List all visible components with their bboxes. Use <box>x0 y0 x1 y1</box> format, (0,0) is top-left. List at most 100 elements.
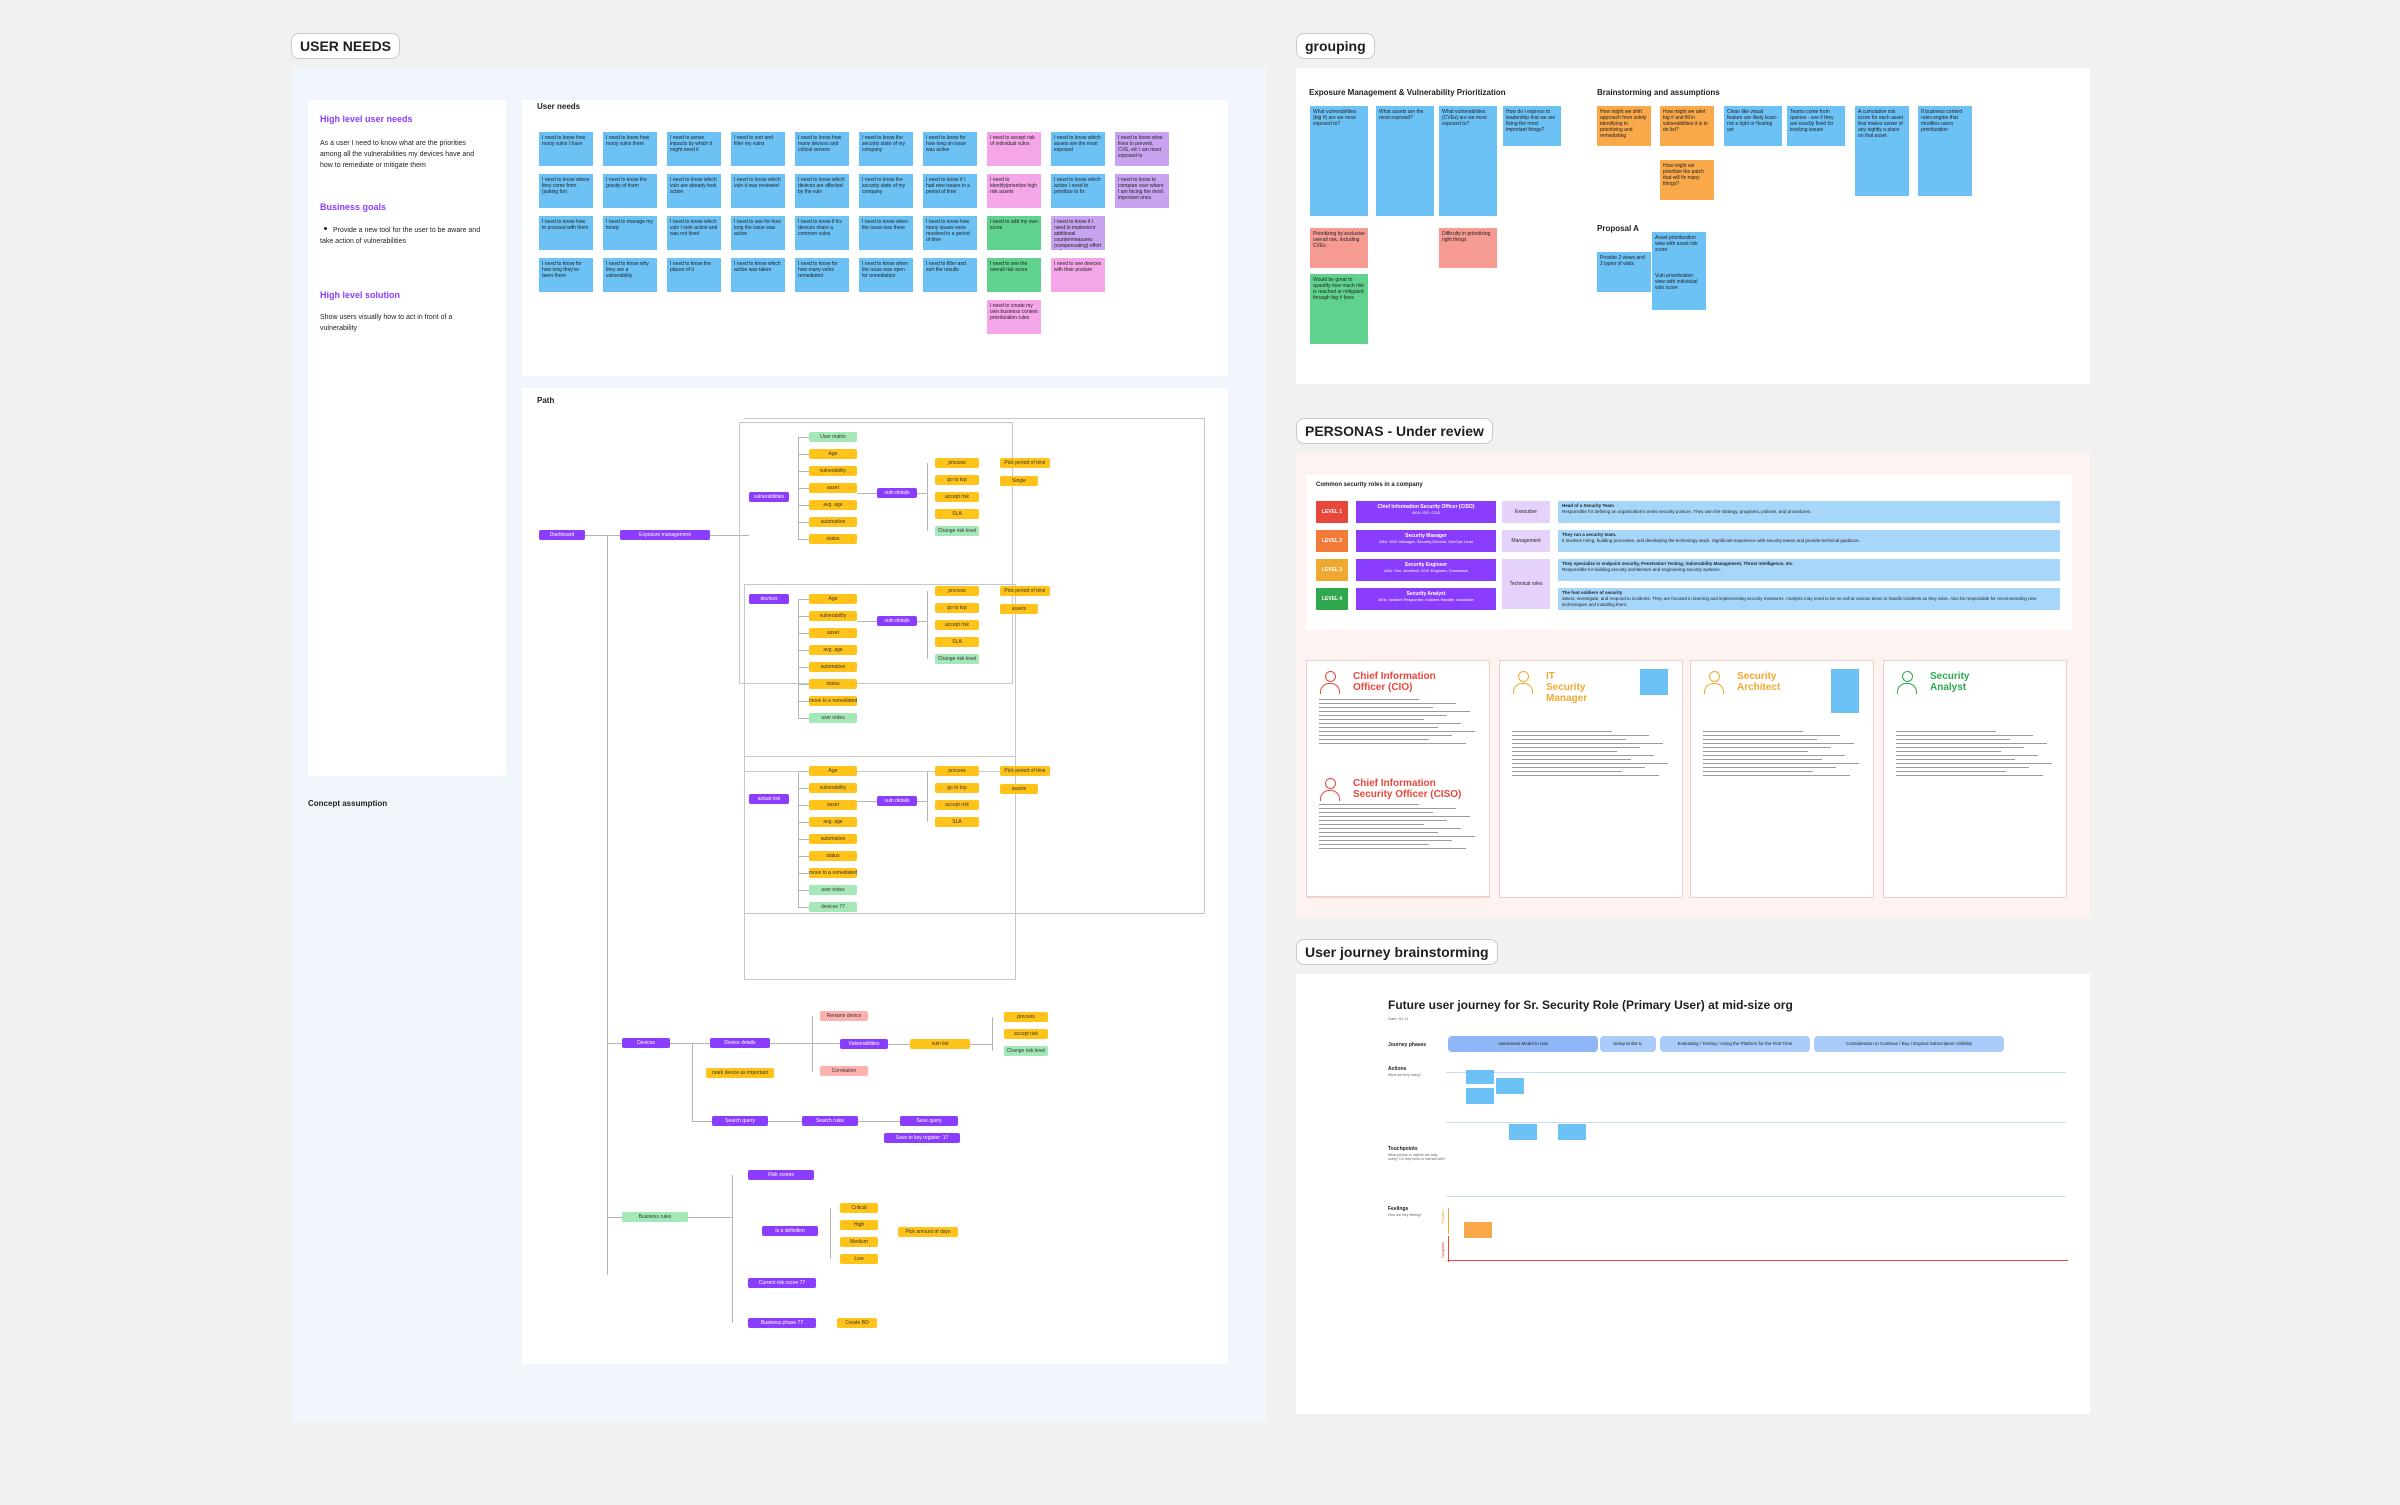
path-node-action[interactable]: accept risk <box>935 492 979 502</box>
path-node-mark-important[interactable]: mark device as important <box>706 1068 774 1078</box>
user-need-sticky[interactable]: I need to know which vuln it was reviewe… <box>731 174 785 208</box>
journey-feeling-sticky[interactable] <box>1464 1222 1492 1238</box>
path-node-attribute[interactable]: devices 77 <box>809 902 857 912</box>
grouping-sticky[interactable]: Clean like visual feature are likely lea… <box>1724 106 1782 146</box>
path-node-vuln-details[interactable]: vuln details <box>877 796 917 806</box>
path-node-business-rules[interactable]: Business rules <box>622 1212 688 1222</box>
persona-note[interactable] <box>1831 669 1859 713</box>
path-node-device-action[interactable]: Change risk level <box>1004 1046 1048 1056</box>
path-node-pick-days[interactable]: Pick amount of days <box>898 1227 958 1237</box>
path-node-risk-level[interactable]: Medium <box>840 1237 878 1247</box>
user-need-sticky[interactable]: I need to know the gravity of them <box>603 174 657 208</box>
path-node-attribute[interactable]: status <box>809 851 857 861</box>
grouping-sticky[interactable]: How do I express to leadership that we a… <box>1503 106 1561 146</box>
path-node-action[interactable]: accept risk <box>935 800 979 810</box>
user-need-sticky[interactable]: I need to know the places of it <box>667 258 721 292</box>
user-need-sticky[interactable]: I need to know how many vulns there <box>603 132 657 166</box>
persona-card[interactable]: Chief Information Security Officer (CISO… <box>1306 768 1490 897</box>
path-node-attribute[interactable]: automation <box>809 517 857 527</box>
path-node-action[interactable]: go to top <box>935 603 979 613</box>
section-label-grouping[interactable]: grouping <box>1296 33 1375 59</box>
path-node-group[interactable]: actual risk <box>749 794 789 804</box>
journey-phase[interactable]: Evaluating / Testing / Using the Platfor… <box>1660 1036 1810 1052</box>
user-need-sticky[interactable]: I need to filter and sort the results <box>923 258 977 292</box>
path-node-device-action[interactable]: process <box>1004 1012 1048 1022</box>
user-need-sticky[interactable]: I need to know how many devices and crit… <box>795 132 849 166</box>
section-label-journey[interactable]: User journey brainstorming <box>1296 939 1498 965</box>
path-node-search-rules[interactable]: Search rules <box>802 1116 858 1126</box>
user-need-sticky[interactable]: I need to know how many vulns I have <box>539 132 593 166</box>
grouping-sticky[interactable]: What vulnerabilities (CVEs) are we most … <box>1439 106 1497 216</box>
grouping-sticky[interactable]: If business context rules engine that mo… <box>1918 106 1972 196</box>
path-node-action[interactable]: Change risk level <box>935 654 979 664</box>
user-need-sticky[interactable]: I need to sort and filter my vulns <box>731 132 785 166</box>
path-node-extra[interactable]: assets <box>1000 784 1038 794</box>
user-need-sticky[interactable]: I need to know the security state of my … <box>859 174 913 208</box>
user-need-sticky[interactable]: I need to know why they are a vulnerabil… <box>603 258 657 292</box>
path-node-current-risk[interactable]: Current risk score 77 <box>748 1278 816 1288</box>
path-node-attribute[interactable]: user notes <box>809 713 857 723</box>
persona-card[interactable]: Security Analyst <box>1883 660 2067 898</box>
path-node-action[interactable]: SLA <box>935 509 979 519</box>
path-node-attribute[interactable]: avg. age <box>809 817 857 827</box>
grouping-sticky[interactable]: Provide 2 views and 2 types of visits <box>1597 252 1651 292</box>
user-need-sticky[interactable]: I need to know when the issue was there <box>859 216 913 250</box>
user-need-sticky[interactable]: I need to know which vuln I took action … <box>667 216 721 250</box>
section-label-personas[interactable]: PERSONAS - Under review <box>1296 418 1493 444</box>
grouping-sticky[interactable]: What vulnerabilities (big #) are we most… <box>1310 106 1368 216</box>
grouping-sticky[interactable]: Would be great to quantify how much risk… <box>1310 274 1368 344</box>
user-need-sticky[interactable]: I need to know if I had new issues in a … <box>923 174 977 208</box>
user-need-sticky[interactable]: I need to know which action was taken <box>731 258 785 292</box>
grouping-sticky[interactable]: What assets are the most exposed? <box>1376 106 1434 216</box>
user-need-sticky[interactable]: I need to know where they come from (ask… <box>539 174 593 208</box>
path-node-action[interactable]: SLA <box>935 817 979 827</box>
journey-phase[interactable]: Awareness Model to Use <box>1448 1036 1598 1052</box>
persona-note[interactable] <box>1640 669 1668 695</box>
grouping-sticky[interactable]: Prioritizing by exclusive overall risk, … <box>1310 228 1368 268</box>
path-node-group[interactable]: devices <box>749 594 789 604</box>
user-need-sticky[interactable]: I need to know for how many vulns remedi… <box>795 258 849 292</box>
grouping-sticky[interactable]: How might we prioritize the patch that w… <box>1660 160 1714 200</box>
path-node-business-phase[interactable]: Business phase 77 <box>748 1318 816 1328</box>
path-node-action[interactable]: accept risk <box>935 620 979 630</box>
path-node-attribute[interactable]: automation <box>809 834 857 844</box>
path-node-search-query[interactable]: Search query <box>712 1116 768 1126</box>
path-node-save-query[interactable]: Save query <box>900 1116 958 1126</box>
user-need-sticky[interactable]: I need to know the security state of my … <box>859 132 913 166</box>
path-node-attribute[interactable]: user notes <box>809 885 857 895</box>
user-need-sticky[interactable]: I need to know which vuln are already to… <box>667 174 721 208</box>
path-node-device-action[interactable]: accept risk <box>1004 1029 1048 1039</box>
path-node-attribute[interactable]: status <box>809 679 857 689</box>
grouping-sticky[interactable]: How might we shift approach from solely … <box>1597 106 1651 146</box>
path-node-vuln-details[interactable]: vuln details <box>877 488 917 498</box>
user-need-sticky[interactable]: I need to know which devices are affecte… <box>795 174 849 208</box>
persona-card[interactable]: IT Security Manager <box>1499 660 1683 898</box>
journey-phase[interactable]: Consideration to Continue / Buy / Expand… <box>1814 1036 2004 1052</box>
path-node-vuln-details[interactable]: vuln details <box>877 616 917 626</box>
path-node-action[interactable]: process <box>935 458 979 468</box>
path-node-pick-period[interactable]: Pick period of time <box>1000 586 1050 596</box>
grouping-sticky[interactable]: A cumulative risk score for each asset t… <box>1855 106 1909 196</box>
path-node-attribute[interactable]: Age <box>809 449 857 459</box>
journey-phase[interactable]: Setup Enlist S. <box>1600 1036 1656 1052</box>
path-node-risk-level[interactable]: Critical <box>840 1203 878 1213</box>
path-node-attribute[interactable]: Age <box>809 594 857 604</box>
user-need-sticky[interactable]: I need to manage my timely <box>603 216 657 250</box>
grouping-sticky[interactable]: Teams come from queries - see if they ar… <box>1787 106 1845 146</box>
user-need-sticky[interactable]: I need to know for how long they've been… <box>539 258 593 292</box>
user-need-sticky[interactable]: I need to know if I need to implement ad… <box>1051 216 1105 250</box>
user-need-sticky[interactable]: I need to know which assets are the most… <box>1051 132 1105 166</box>
user-need-sticky[interactable]: I need to see the overall risk score <box>987 258 1041 292</box>
path-node-risk-scores[interactable]: Risk scores <box>748 1170 814 1180</box>
path-node-attribute[interactable]: vulnerability <box>809 783 857 793</box>
user-need-sticky[interactable]: I need to add my own score <box>987 216 1041 250</box>
user-need-sticky[interactable]: I need to know how to proceed with them <box>539 216 593 250</box>
journey-sticky[interactable] <box>1496 1078 1524 1094</box>
path-node-device-details[interactable]: Device details <box>710 1038 770 1048</box>
section-label-user-needs[interactable]: USER NEEDS <box>291 33 401 59</box>
path-node-attribute[interactable]: automation <box>809 662 857 672</box>
journey-sticky[interactable] <box>1466 1088 1494 1104</box>
